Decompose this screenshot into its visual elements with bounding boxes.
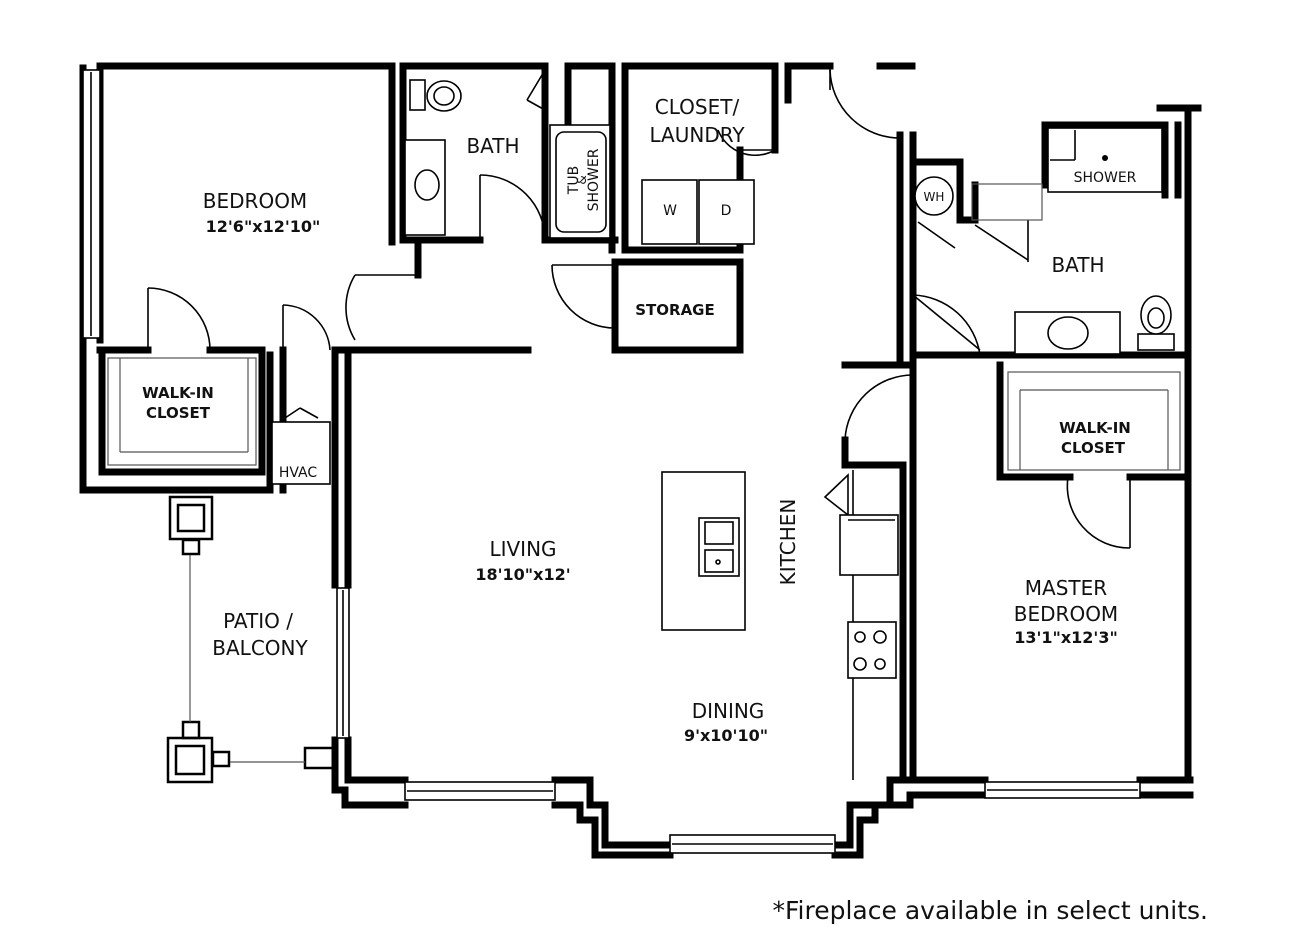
living-size: 18'10"x12' (475, 565, 570, 584)
hvac-unit (271, 421, 331, 485)
dining-label: DINING (692, 699, 765, 723)
bedroom-size: 12'6"x12'10" (206, 217, 321, 236)
walkin-right-label-2: CLOSET (1061, 439, 1126, 457)
tub-label: TUB (566, 166, 582, 195)
tub-icon (549, 124, 611, 239)
washer-icon (641, 179, 698, 245)
shower-label: SHOWER (1074, 170, 1137, 186)
sink-icon (404, 139, 446, 236)
kitchen-counter (823, 470, 899, 780)
water-heater-icon (914, 176, 954, 216)
storage-label: STORAGE (635, 301, 715, 319)
dryer-icon (698, 179, 755, 245)
walkin-left-label-2: CLOSET (146, 404, 211, 422)
master-vanity (1014, 311, 1121, 355)
walkin-left-label-1: WALK-IN (142, 384, 214, 402)
master-label-2: BEDROOM (1014, 602, 1118, 626)
water-heater-label: WH (924, 190, 945, 204)
patio-label-2: BALCONY (212, 636, 308, 660)
kitchen-label: KITCHEN (776, 499, 800, 586)
footnote: *Fireplace available in select units. (772, 896, 1209, 925)
toilet-icon (409, 79, 462, 112)
closet-laundry-label-1: CLOSET/ (655, 95, 740, 119)
closet-laundry-label-2: LAUNDRY (649, 123, 745, 147)
bath-left-label: BATH (466, 134, 519, 158)
bath-right-label: BATH (1051, 253, 1104, 277)
refrigerator-icon (839, 514, 899, 576)
master-size: 13'1"x12'3" (1014, 628, 1118, 647)
hvac-label: HVAC (279, 465, 318, 481)
fixtures (107, 79, 1181, 784)
shower-label-left: SHOWER (586, 148, 602, 211)
master-label-1: MASTER (1025, 576, 1107, 600)
walkin-right-label-1: WALK-IN (1059, 419, 1131, 437)
patio-label-1: PATIO / (223, 609, 293, 633)
patio-posts (166, 495, 337, 784)
kitchen-island (661, 471, 746, 631)
windows (82, 69, 1141, 854)
room-labels: BEDROOM 12'6"x12'10" BATH TUB & SHOWER C… (142, 95, 1137, 745)
living-label: LIVING (489, 537, 556, 561)
tub-amp-label: & (575, 175, 589, 184)
bedroom-label: BEDROOM (203, 189, 307, 213)
doors (147, 66, 1131, 549)
dining-size: 9'x10'10" (684, 726, 768, 745)
stove-icon (847, 621, 897, 679)
washer-label: W (663, 203, 677, 219)
dryer-label: D (721, 203, 732, 219)
shower-icon (1047, 127, 1163, 193)
master-toilet-icon (1137, 295, 1175, 351)
